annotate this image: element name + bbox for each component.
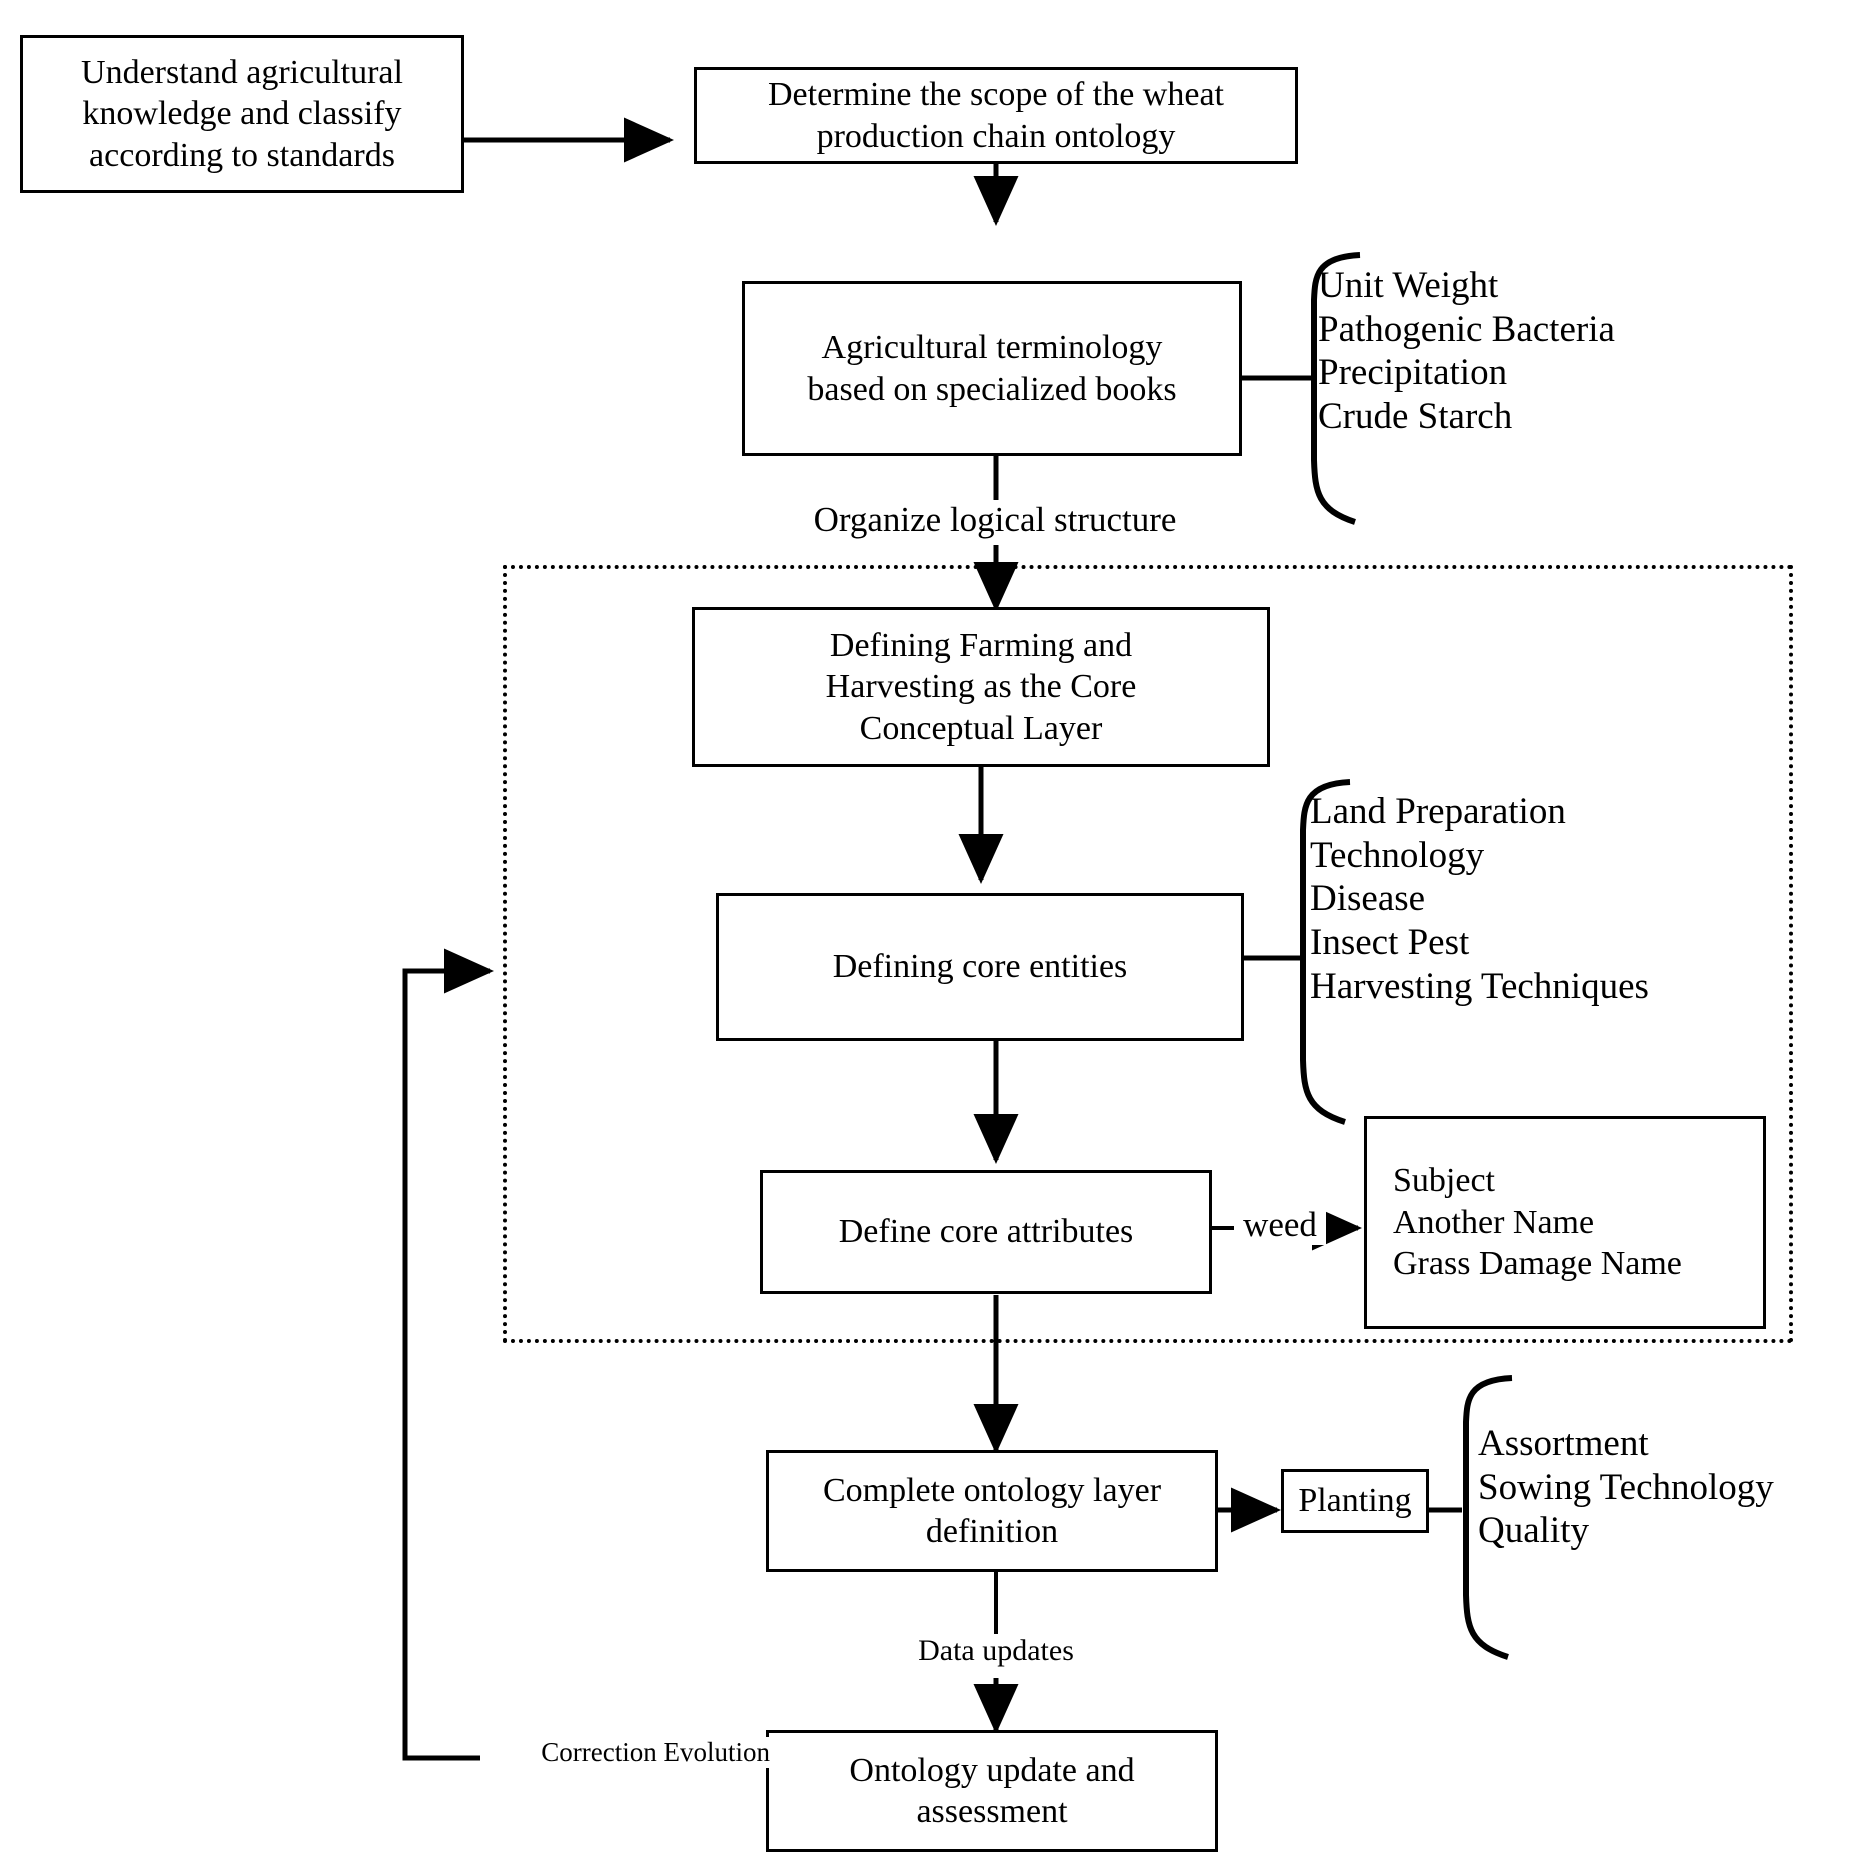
node-complete-layer-line-1: Complete ontology layer	[822, 1471, 1162, 1509]
node-weed-attr-line-2: Another Name	[1393, 1203, 1595, 1241]
node-define-core-attributes[interactable]: Define core attributes	[760, 1170, 1212, 1294]
node-core-layer-label: Defining Farming and Harvesting as the C…	[810, 625, 1153, 749]
entity-example-2: Disease	[1310, 878, 1426, 920]
node-ontology-update-line-2: assessment	[916, 1793, 1068, 1830]
node-terminology-line-2: based on specialized books	[807, 370, 1177, 408]
entity-example-1: Technology	[1310, 834, 1485, 876]
node-understand-label: Understand agricultural knowledge and cl…	[65, 52, 419, 176]
node-planting[interactable]: Planting	[1281, 1469, 1429, 1533]
node-defining-core-entities[interactable]: Defining core entities	[716, 893, 1244, 1041]
node-planting-line-1: Planting	[1298, 1482, 1412, 1520]
node-understand-agricultural-knowledge[interactable]: Understand agricultural knowledge and cl…	[20, 35, 464, 193]
node-understand-line-1: Understand agricultural	[81, 53, 403, 91]
terminology-example-1: Pathogenic Bacteria	[1318, 308, 1615, 350]
entity-example-3: Insect Pest	[1310, 921, 1470, 963]
node-weed-attributes-label: Subject Another Name Grass Damage Name	[1367, 1160, 1698, 1284]
terminology-example-2: Precipitation	[1318, 352, 1508, 394]
node-core-layer-line-2: Harvesting as the Core	[825, 668, 1137, 706]
node-understand-line-3: according to standards	[89, 136, 395, 174]
node-core-layer-line-1: Defining Farming and	[829, 626, 1133, 664]
core-ontology-group-region	[503, 565, 1793, 1343]
node-ontology-update-label: Ontology update and assessment	[833, 1750, 1150, 1833]
edge-label-correction-evolution: Correction Evolution	[480, 1737, 770, 1768]
planting-example-2: Quality	[1478, 1510, 1589, 1552]
list-entity-examples: Land Preparation Technology Disease Inse…	[1310, 790, 1649, 1008]
node-ontology-update-line-1: Ontology update and	[849, 1751, 1135, 1789]
node-determine-scope[interactable]: Determine the scope of the wheat product…	[694, 67, 1298, 164]
node-complete-ontology-layer[interactable]: Complete ontology layer definition	[766, 1450, 1218, 1572]
planting-example-1: Sowing Technology	[1478, 1466, 1774, 1508]
list-terminology-examples: Unit Weight Pathogenic Bacteria Precipit…	[1318, 264, 1615, 439]
node-core-attributes-label: Define core attributes	[823, 1211, 1150, 1252]
node-complete-layer-line-2: definition	[925, 1513, 1059, 1550]
planting-example-0: Assortment	[1478, 1423, 1649, 1464]
node-terminology-label: Agricultural terminology based on specia…	[791, 327, 1192, 410]
node-ontology-update-assessment[interactable]: Ontology update and assessment	[766, 1730, 1218, 1852]
node-weed-attr-line-3: Grass Damage Name	[1393, 1245, 1682, 1283]
node-core-conceptual-layer[interactable]: Defining Farming and Harvesting as the C…	[692, 607, 1270, 767]
node-scope-line-1: Determine the scope of the wheat	[768, 76, 1224, 114]
node-core-entities-label: Defining core entities	[817, 946, 1144, 987]
node-agricultural-terminology[interactable]: Agricultural terminology based on specia…	[742, 281, 1242, 456]
node-core-attributes-line-1: Define core attributes	[838, 1213, 1134, 1251]
node-scope-label: Determine the scope of the wheat product…	[752, 74, 1240, 157]
node-terminology-line-1: Agricultural terminology	[821, 329, 1163, 367]
node-weed-attributes[interactable]: Subject Another Name Grass Damage Name	[1364, 1116, 1766, 1329]
edge-label-data-updates: Data updates	[866, 1634, 1126, 1668]
node-scope-line-2: production chain ontology	[816, 117, 1176, 155]
edge-label-weed: weed	[1234, 1205, 1326, 1245]
node-understand-line-2: knowledge and classify	[82, 95, 402, 133]
entity-example-0: Land Preparation	[1310, 791, 1566, 832]
node-core-entities-line-1: Defining core entities	[832, 948, 1128, 986]
node-complete-layer-label: Complete ontology layer definition	[807, 1470, 1177, 1553]
list-planting-examples: Assortment Sowing Technology Quality	[1478, 1422, 1774, 1553]
node-planting-label: Planting	[1282, 1480, 1427, 1521]
edge-label-organize-logical-structure: Organize logical structure	[770, 500, 1220, 540]
entity-example-4: Harvesting Techniques	[1310, 965, 1649, 1007]
terminology-example-0: Unit Weight	[1318, 265, 1499, 306]
terminology-example-3: Crude Starch	[1318, 395, 1513, 437]
node-weed-attr-line-1: Subject	[1393, 1162, 1495, 1200]
node-core-layer-line-3: Conceptual Layer	[859, 709, 1103, 747]
